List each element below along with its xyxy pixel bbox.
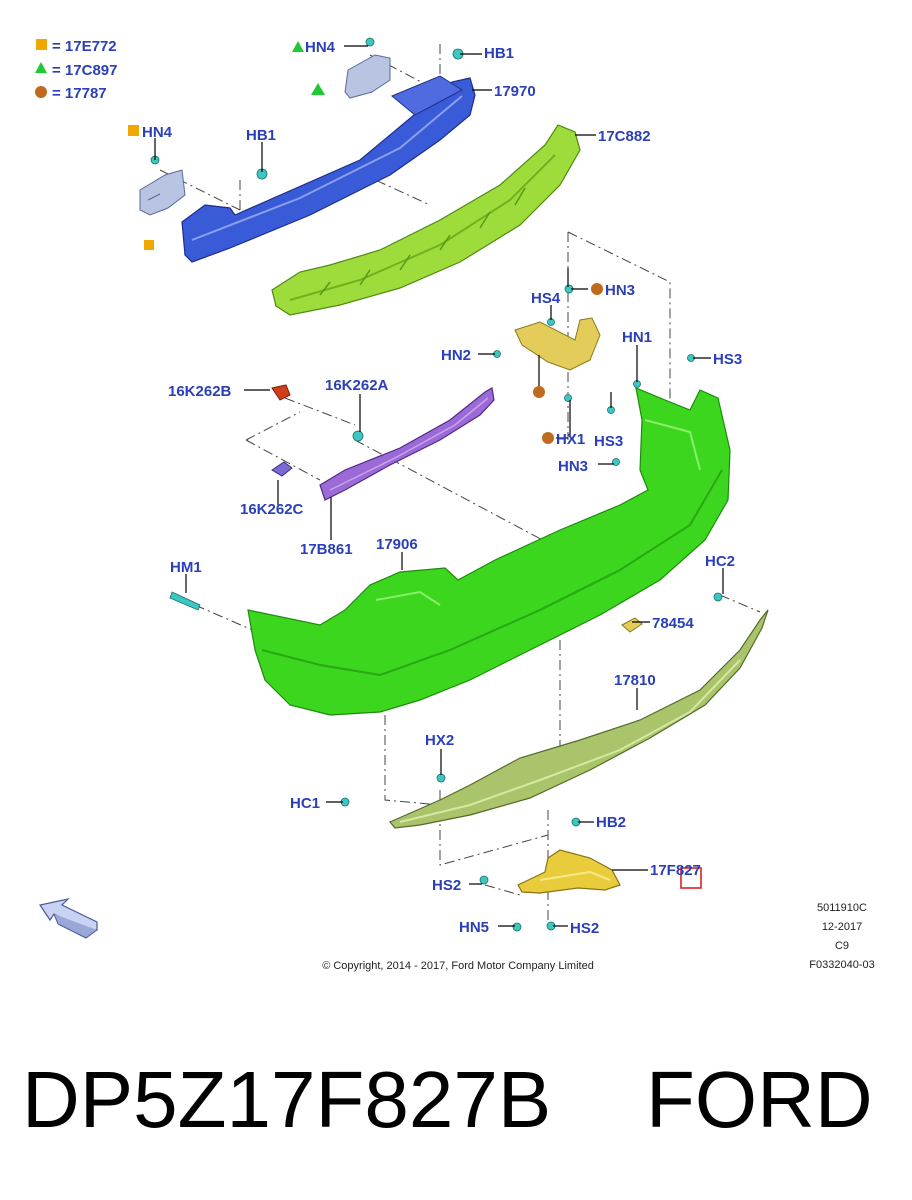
clip-hx2 <box>436 773 446 783</box>
legend-circle-text: = 17787 <box>52 85 107 102</box>
bracket-16k262b <box>271 384 291 401</box>
square-marker-icon <box>144 240 154 250</box>
label-16k262b: 16K262B <box>168 383 232 400</box>
part-number-caption: DP5Z17F827B <box>22 1055 552 1144</box>
label-17810: 17810 <box>614 672 656 689</box>
label-17b861: 17B861 <box>300 541 353 558</box>
legend-triangle-text: = 17C897 <box>52 62 117 79</box>
direction-arrow-icon <box>39 897 98 939</box>
info-line-2: 12-2017 <box>822 921 862 933</box>
bracket-gold-upper <box>514 283 603 444</box>
bracket-17f827 <box>517 849 702 894</box>
label-hm1: HM1 <box>170 559 202 576</box>
label-17906: 17906 <box>376 536 418 553</box>
legend-circle-marker <box>35 86 47 98</box>
legend-triangle-marker <box>35 62 47 73</box>
clip-hn4-top <box>365 37 375 47</box>
label-hn4-left: HN4 <box>142 124 173 141</box>
label-hn1: HN1 <box>622 329 652 346</box>
legend-square-marker <box>36 39 47 50</box>
copyright-text: © Copyright, 2014 - 2017, Ford Motor Com… <box>322 960 594 972</box>
highlight-box <box>680 867 702 889</box>
bracket-16k262c <box>271 461 293 477</box>
square-marker-icon-top <box>128 125 139 136</box>
legend: = 17E772 = 17C897 = 17787 <box>35 38 117 102</box>
label-16k262c: 16K262C <box>240 501 304 518</box>
label-hn2: HN2 <box>441 347 471 364</box>
bumper-bracket-top <box>311 54 391 99</box>
clip-hc2 <box>713 592 723 602</box>
callout-labels: HN4 HB1 17970 HN4 HB1 17C882 HS4 HN3 HN2… <box>128 39 742 937</box>
clip-hm1 <box>169 591 201 611</box>
bracket-78454 <box>621 617 643 633</box>
leader-lines <box>154 45 724 927</box>
label-hn3-mid: HN3 <box>558 458 588 475</box>
valance-17810 <box>389 609 769 829</box>
label-17f827: 17F827 <box>650 862 701 879</box>
triangle-marker-icon-top <box>292 41 304 52</box>
legend-square-text: = 17E772 <box>52 38 117 55</box>
label-hx1: HX1 <box>556 431 585 448</box>
bumper-bracket-left <box>139 169 186 250</box>
fasteners <box>150 37 723 932</box>
bumper-bar-17b861 <box>319 387 495 501</box>
label-78454: 78454 <box>652 615 694 632</box>
brand-caption: FORD <box>646 1055 873 1144</box>
label-17970: 17970 <box>494 83 536 100</box>
label-hx2: HX2 <box>425 732 454 749</box>
circle-marker-icon-2 <box>591 283 603 295</box>
circle-marker-icon-3 <box>542 432 554 444</box>
label-hs2-bottom: HS2 <box>570 920 599 937</box>
label-hb2: HB2 <box>596 814 626 831</box>
parts-diagram: = 17E772 = 17C897 = 17787 <box>35 37 875 972</box>
label-hb1-left: HB1 <box>246 127 276 144</box>
bumper-reinforcement-17970 <box>181 75 476 263</box>
clip-hs2-left <box>479 875 489 885</box>
circle-marker-icon <box>533 386 545 398</box>
label-hc1: HC1 <box>290 795 320 812</box>
label-17c882: 17C882 <box>598 128 651 145</box>
triangle-marker-icon <box>311 83 325 95</box>
info-line-4: F0332040-03 <box>809 959 874 971</box>
clip-hn5 <box>512 922 522 932</box>
clip-16k262a <box>352 430 364 442</box>
label-hs3-mid: HS3 <box>594 433 623 450</box>
label-hs4: HS4 <box>531 290 561 307</box>
clip-hn3-mid <box>612 458 620 466</box>
info-line-1: 5011910C <box>817 902 867 914</box>
label-hn3-top: HN3 <box>605 282 635 299</box>
label-16k262a: 16K262A <box>325 377 389 394</box>
label-hn5: HN5 <box>459 919 489 936</box>
energy-absorber-17c882 <box>271 124 581 316</box>
clip-hx1 <box>564 394 572 402</box>
bumper-cover-17906 <box>247 387 731 716</box>
label-hs2-left: HS2 <box>432 877 461 894</box>
label-hc2: HC2 <box>705 553 735 570</box>
label-hb1-top: HB1 <box>484 45 514 62</box>
info-line-3: C9 <box>835 940 849 952</box>
drawing-info: 5011910C 12-2017 C9 F0332040-03 <box>809 902 874 971</box>
label-hs3-right: HS3 <box>713 351 742 368</box>
label-hn4-top: HN4 <box>305 39 336 56</box>
